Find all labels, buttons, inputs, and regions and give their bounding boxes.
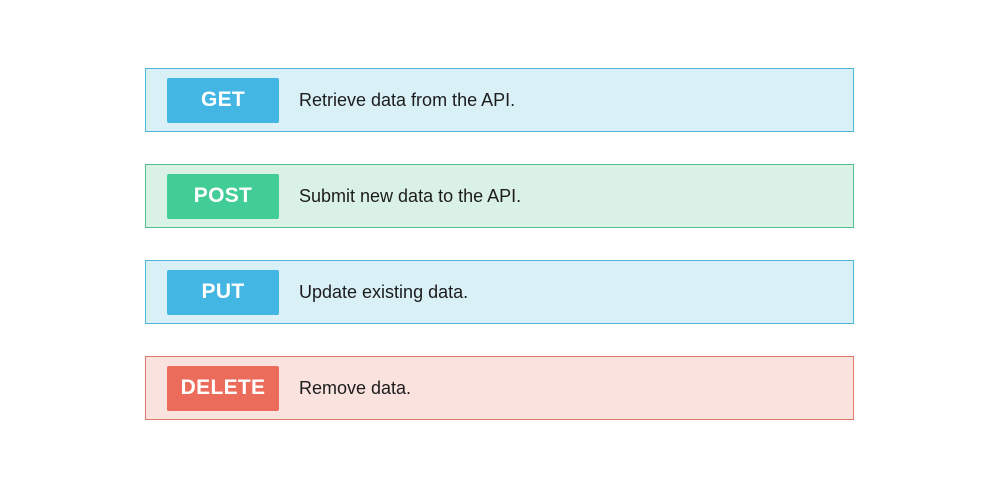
method-row-post: POST Submit new data to the API. <box>145 164 854 228</box>
method-badge-put: PUT <box>167 269 279 315</box>
method-description-get: Retrieve data from the API. <box>299 89 516 110</box>
method-row-put: PUT Update existing data. <box>145 260 854 324</box>
http-method-list: GET Retrieve data from the API. POST Sub… <box>145 68 854 420</box>
method-description-put: Update existing data. <box>299 281 469 302</box>
method-row-get: GET Retrieve data from the API. <box>145 68 854 132</box>
method-badge-delete: DELETE <box>167 365 279 411</box>
method-description-post: Submit new data to the API. <box>299 185 522 206</box>
method-badge-get: GET <box>167 77 279 123</box>
method-description-delete: Remove data. <box>299 377 412 398</box>
method-row-delete: DELETE Remove data. <box>145 356 854 420</box>
method-badge-post: POST <box>167 173 279 219</box>
